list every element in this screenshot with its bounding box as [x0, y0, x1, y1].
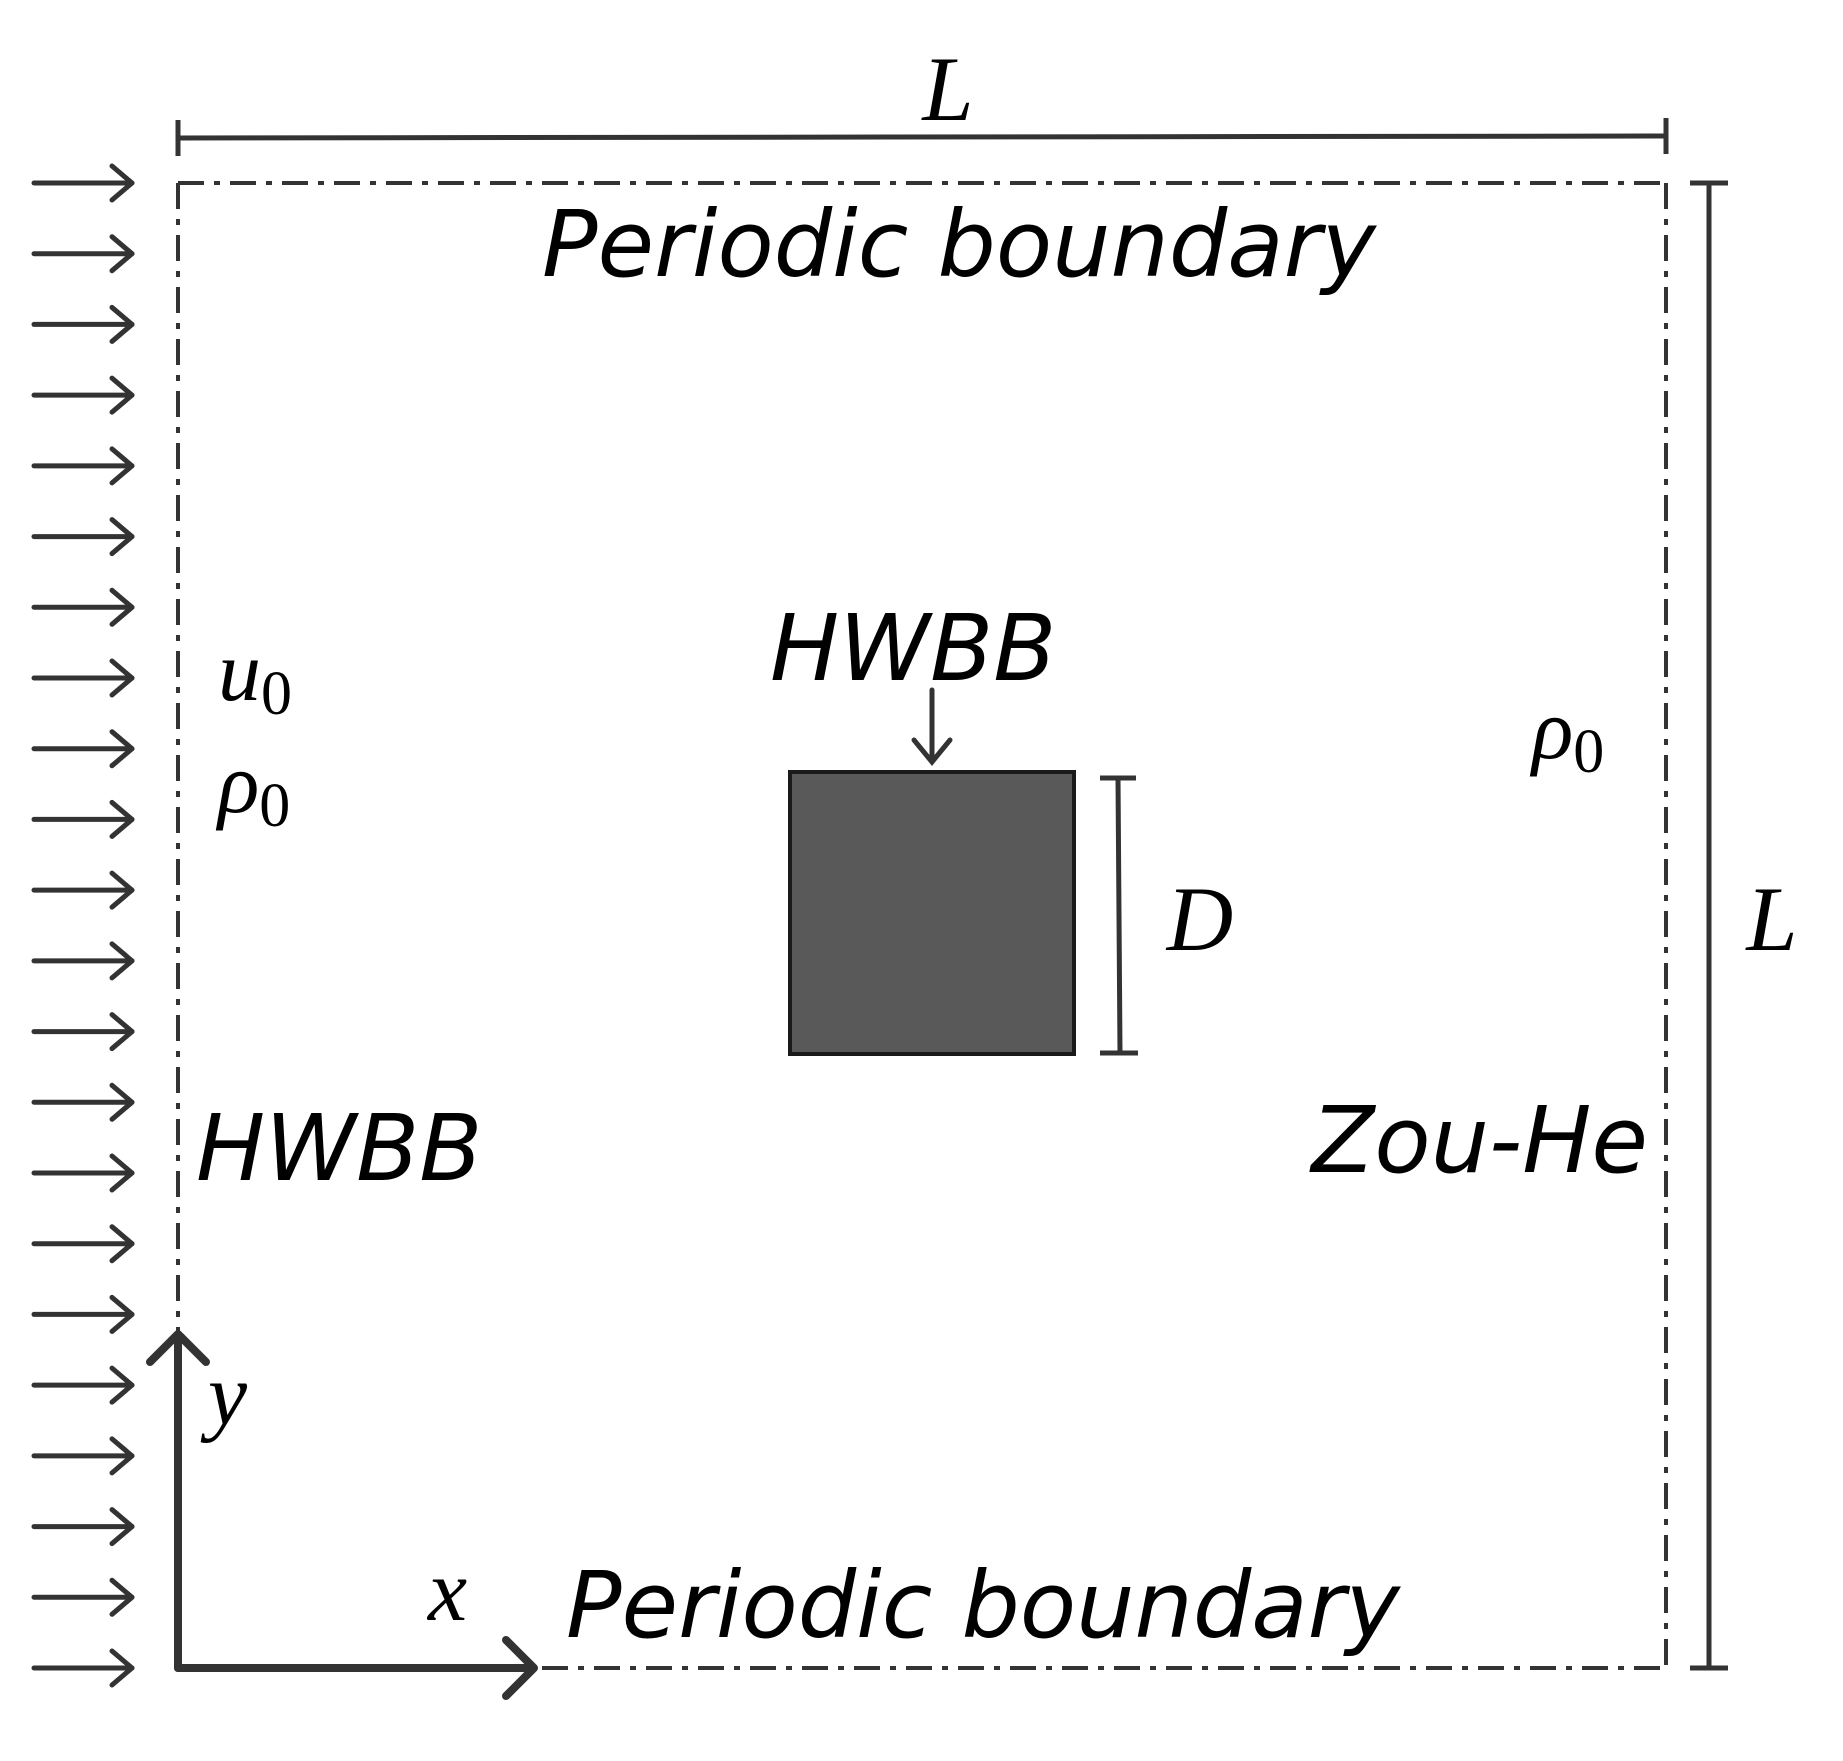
inlet-flow-arrow [31, 587, 135, 627]
inlet-flow-arrow [31, 729, 135, 769]
inlet-flow-arrow [31, 1153, 135, 1193]
outlet-boundary-label: Zou-He [1308, 1087, 1648, 1194]
inlet-flow-arrow [31, 163, 135, 203]
inlet-flow-arrow [31, 1012, 135, 1052]
inlet-flow-arrow [31, 1436, 135, 1476]
inlet-flow-arrow [31, 304, 135, 344]
inlet-flow-arrow [31, 658, 135, 698]
inlet-flow-arrow [31, 1507, 135, 1547]
inlet-flow-arrow [31, 941, 135, 981]
inlet-flow-arrow [31, 1648, 135, 1688]
inlet-flow-arrow [31, 799, 135, 839]
inlet-arrows [31, 163, 135, 1688]
inlet-flow-arrow [31, 870, 135, 910]
inlet-flow-arrow [31, 1577, 135, 1617]
inlet-flow-arrow [31, 517, 135, 557]
inlet-flow-arrow [31, 1294, 135, 1334]
obstacle-pointer-arrow [911, 687, 953, 766]
inlet-velocity-label: u0 [218, 623, 292, 728]
inlet-flow-arrow [31, 234, 135, 274]
inlet-flow-arrow [31, 1224, 135, 1264]
inlet-flow-arrow [31, 1082, 135, 1122]
inlet-flow-arrow [31, 1365, 135, 1405]
right-dimension: L [1690, 180, 1798, 1671]
right-dimension-label: L [1744, 868, 1797, 970]
obstacle-boundary-label: HWBB [770, 595, 1056, 702]
outlet-density-label: ρ0 [1529, 681, 1604, 786]
inlet-density-label: ρ0 [215, 735, 290, 840]
top-boundary-label: Periodic boundary [542, 191, 1377, 298]
obstacle-dimension: D [1100, 775, 1233, 1056]
inlet-flow-arrow [31, 375, 135, 415]
coordinate-axes [146, 1330, 538, 1700]
bottom-boundary-label: Periodic boundary [566, 1552, 1401, 1659]
y-axis-arrowhead [146, 1330, 210, 1366]
obstacle-rect [788, 770, 1076, 1056]
inlet-boundary-label: HWBB [196, 1095, 482, 1202]
top-dimension: L [175, 38, 1669, 156]
top-dimension-label: L [920, 38, 973, 140]
y-axis-label: y [200, 1347, 248, 1444]
x-axis-arrowhead [502, 1636, 538, 1700]
obstacle-dimension-label: D [1165, 868, 1233, 970]
square-obstacle: HWBB [770, 595, 1076, 1056]
x-axis-label: x [426, 1543, 467, 1640]
inlet-flow-arrow [31, 446, 135, 486]
